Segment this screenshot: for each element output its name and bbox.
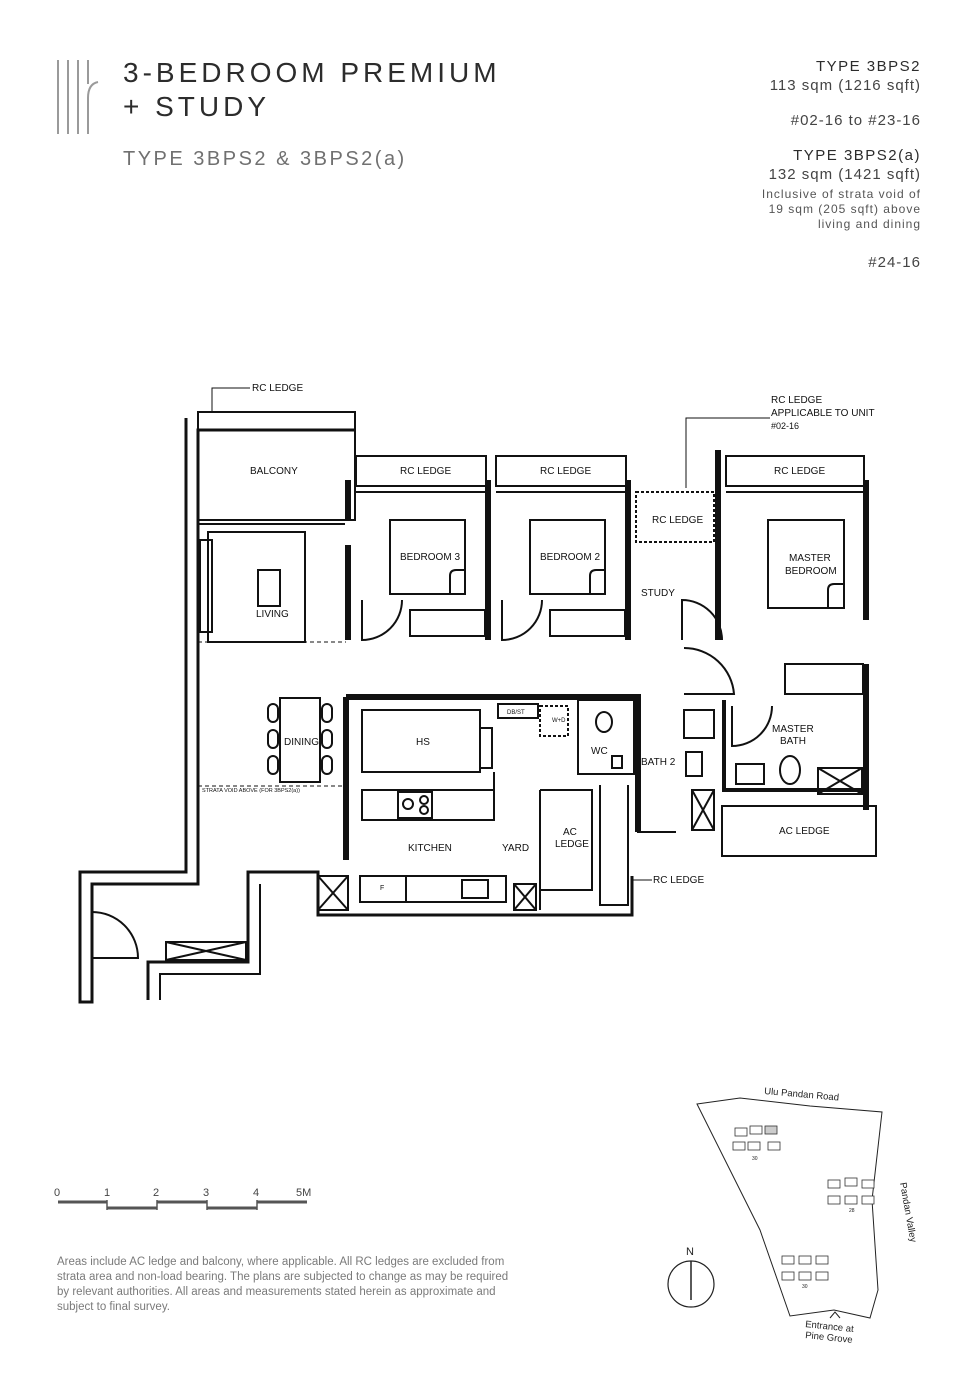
label-kitchen: KITCHEN [408,843,452,854]
label-ac-ledge: AC LEDGE [779,826,830,837]
label-master-bath-1: MASTER [772,724,814,735]
ac-ledge-outline [721,805,877,857]
shoe-cabinet [165,941,247,961]
block-cluster-c [781,1255,829,1281]
label-dining: DINING [284,737,319,748]
kitchen-wall [343,694,641,860]
scale-tick-0: 0 [54,1187,60,1199]
label-wc: WC [591,746,608,757]
type-a-area: 113 sqm (1216 sqft) [769,77,921,94]
label-rc-ledge-bed3: RC LEDGE [400,466,451,477]
scale-bar: 0 1 2 3 4 5M [54,1187,311,1210]
road-top-label: Ulu Pandan Road [764,1086,840,1103]
type-b-note-3: living and dining [817,217,921,231]
block-b-label: 28 [849,1208,855,1214]
living-table [257,569,281,607]
entrance-label-2: Pine Grove [805,1330,853,1346]
label-rc-ledge-bottom: RC LEDGE [653,875,704,886]
scale-tick-1: 1 [104,1187,110,1199]
master-bed [767,519,845,609]
scale-tick-4: 4 [253,1187,259,1199]
type-b-units: #24-16 [868,254,921,271]
brand-logo [57,60,99,134]
label-dbst: DB/ST [507,710,525,716]
type-b-note-1: Inclusive of strata void of [761,187,921,201]
scale-tick-5: 5M [296,1187,311,1199]
block-cluster-a [732,1125,781,1151]
label-strata-void: STRATA VOID ABOVE (FOR 3BPS2(a)) [202,788,300,794]
type-b-area: 132 sqm (1421 sqft) [768,166,921,183]
scale-tick-3: 3 [203,1187,209,1199]
label-yard: YARD [502,843,529,854]
type-a-name: TYPE 3BPS2 [815,58,921,75]
label-rc-note-1: RC LEDGE [771,395,822,406]
type-b-name: TYPE 3BPS2(a) [793,147,921,164]
label-rc-note-3: #02-16 [771,421,799,431]
label-study: STUDY [641,588,675,599]
dbst [497,703,539,719]
disclaimer: Areas include AC ledge and balcony, wher… [57,1255,557,1315]
site-plan: Ulu Pandan Road Pandan Valley Entrance a… [667,1086,918,1346]
site-boundary [696,1097,883,1319]
label-wd: W+D [552,718,566,724]
label-master-bedroom-2: BEDROOM [785,566,837,577]
disclaimer-line-2: strata area and non-load bearing. The pl… [57,1271,509,1283]
floor-plan: RC LEDGE RC LEDGE APPLICABLE TO UNIT #02… [78,383,877,1004]
label-bedroom2: BEDROOM 2 [540,552,600,563]
unit-type-subtitle: TYPE 3BPS2 & 3BPS2(a) [123,148,407,170]
entrance-wall [146,870,634,1000]
block-a-label: 30 [752,1156,758,1162]
entrance-wall-inner [159,884,261,1000]
label-rc-note-2: APPLICABLE TO UNIT [771,408,875,419]
label-master-bedroom-1: MASTER [789,553,831,564]
label-bath2: BATH 2 [641,757,676,768]
label-fridge: F [380,885,384,892]
entrance-label-1: Entrance at [805,1319,855,1335]
disclaimer-line-4: subject to final survey. [57,1301,170,1313]
wd-unit [539,705,569,737]
label-hs: HS [416,737,430,748]
block-c-label: 30 [802,1284,808,1290]
page-title: 3-BEDROOM PREMIUM + STUDY [123,56,501,124]
outer-wall [78,418,355,1004]
north-label: N [686,1246,694,1258]
label-rc-ledge-study: RC LEDGE [652,515,703,526]
dining-table [279,697,321,783]
label-ac-ledge-1: AC [563,827,577,838]
label-rc-ledge-master: RC LEDGE [774,466,825,477]
label-rc-ledge-bed2: RC LEDGE [540,466,591,477]
bath2-wall [637,700,676,833]
disclaimer-line-1: Areas include AC ledge and balcony, wher… [57,1256,505,1268]
scale-tick-2: 2 [153,1187,159,1199]
label-master-bath-2: BATH [780,736,806,747]
disclaimer-line-3: by relevant authorities. All areas and m… [57,1286,496,1298]
road-right-label: Pandan Valley [897,1182,918,1244]
living-sofa [207,531,306,643]
label-bedroom3: BEDROOM 3 [400,552,460,563]
label-rc-ledge-top: RC LEDGE [252,383,303,394]
bed2-bed [529,519,606,595]
label-balcony: BALCONY [250,466,298,477]
kitchen-counter [361,789,495,821]
title-line-1: 3-BEDROOM PREMIUM [123,57,501,88]
block-cluster-b [827,1177,875,1205]
unit-info-panel: TYPE 3BPS2 113 sqm (1216 sqft) #02-16 to… [661,58,921,271]
title-line-2: + STUDY [123,91,271,122]
entrance-arrow [829,1311,841,1319]
bed3-bed [389,519,466,595]
wc-room [577,699,635,775]
type-b-note-2: 19 sqm (205 sqft) above [768,202,921,216]
label-ac-ledge-2: LEDGE [555,839,589,850]
label-living: LIVING [256,609,289,620]
type-a-units: #02-16 to #23-16 [790,112,921,129]
